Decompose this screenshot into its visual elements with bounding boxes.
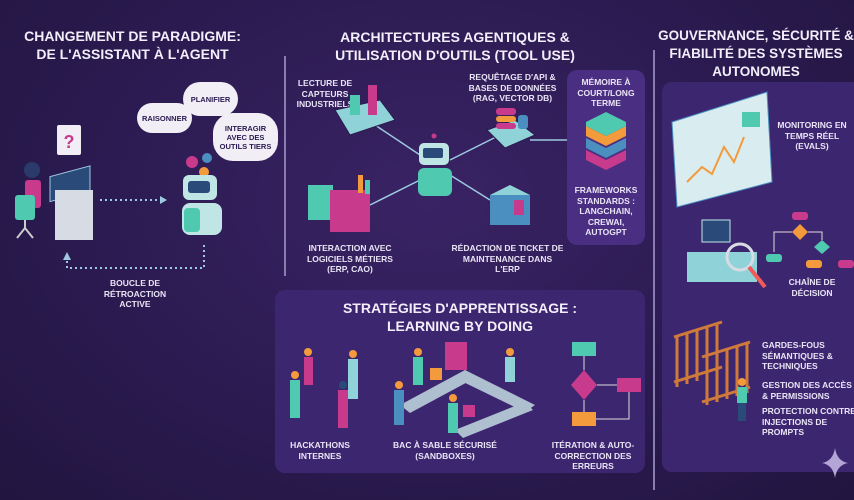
iteration-flowchart-icon bbox=[571, 342, 641, 426]
governance-title: GOUVERNANCE, SÉCURITÉ & FIABILITÉ DES SY… bbox=[658, 28, 854, 79]
database-icon bbox=[486, 108, 536, 149]
cloud-interagir: INTERAGIR AVEC DES OUTILS TIERS bbox=[213, 113, 278, 161]
architectures-title: ARCHITECTURES AGENTIQUES & UTILISATION D… bbox=[310, 28, 600, 64]
user-at-desk-icon bbox=[15, 162, 93, 240]
paradigm-title: CHANGEMENT DE PARADIGME: DE L'ASSISTANT … bbox=[10, 27, 255, 63]
maintenance-ticket-icon bbox=[490, 185, 530, 225]
decision-chain-icon bbox=[766, 212, 854, 268]
learning-title-line2: LEARNING BY DOING bbox=[387, 318, 533, 334]
divider-2 bbox=[653, 50, 655, 490]
governance-illustrations bbox=[671, 91, 854, 421]
erp-label: INTERACTION AVEC LOGICIELS MÉTIERS (ERP,… bbox=[307, 243, 393, 274]
monitoring-label: MONITORING EN TEMPS RÉEL (EVALS) bbox=[777, 120, 847, 151]
frameworks-label: FRAMEWORKS STANDARDS : LANGCHAIN, CREWAI… bbox=[574, 185, 638, 237]
architectures-title-line1: ARCHITECTURES AGENTIQUES & bbox=[340, 29, 570, 45]
paradigm-title-line1: CHANGEMENT DE PARADIGME: bbox=[24, 28, 241, 44]
access-label: GESTION DES ACCÈS & PERMISSIONS bbox=[762, 380, 852, 401]
question-bubble-icon: ? bbox=[57, 125, 81, 155]
guardrails-label: GARDES-FOUS SÉMANTIQUES & TECHNIQUES bbox=[762, 340, 833, 371]
industrial-sensors-icon bbox=[334, 85, 396, 136]
api-label: REQUÊTAGE D'API & BASES DE DONNÉES (RAG,… bbox=[468, 72, 557, 103]
cloud-raisonner: RAISONNER bbox=[137, 103, 192, 133]
factory-erp-icon bbox=[308, 175, 370, 232]
learning-panel: STRATÉGIES D'APPRENTISSAGE : LEARNING BY… bbox=[275, 290, 645, 473]
sparkle-icon bbox=[822, 448, 848, 478]
user-to-agent-illustration: ? bbox=[15, 125, 222, 269]
iteration-label: ITÉRATION & AUTO-CORRECTION DES ERREURS bbox=[551, 440, 635, 471]
learning-illustrations bbox=[290, 342, 641, 438]
governance-panel: MONITORING EN TEMPS RÉEL (EVALS) CHAÎNE … bbox=[662, 82, 854, 472]
decision-inspection-icon bbox=[687, 219, 767, 289]
decision-chain-label: CHAÎNE DE DÉCISION bbox=[788, 277, 836, 298]
svg-text:?: ? bbox=[64, 132, 75, 152]
hackathon-team-icon bbox=[290, 348, 358, 428]
memory-stack-icon bbox=[586, 112, 626, 170]
tool-use-illustration bbox=[308, 85, 567, 232]
memory-title: MÉMOIRE À COURT/LONG TERME bbox=[577, 77, 635, 108]
feedback-loop-label: BOUCLE DE RÉTROACTION ACTIVE bbox=[103, 278, 167, 309]
robot-agent-icon bbox=[182, 153, 222, 235]
robot-hub-icon bbox=[418, 133, 452, 196]
paradigm-title-line2: DE L'ASSISTANT À L'AGENT bbox=[36, 46, 229, 62]
architectures-title-line2: UTILISATION D'OUTILS (TOOL USE) bbox=[335, 47, 575, 63]
sensors-label: LECTURE DE CAPTEURS INDUSTRIELS bbox=[296, 78, 354, 109]
divider-1 bbox=[284, 56, 286, 276]
monitoring-dashboard-icon bbox=[671, 91, 773, 208]
sandbox-conveyor-icon bbox=[394, 342, 535, 438]
learning-title: STRATÉGIES D'APPRENTISSAGE : LEARNING BY… bbox=[275, 299, 645, 335]
injection-label: PROTECTION CONTRE INJECTIONS DE PROMPTS bbox=[762, 406, 854, 437]
memory-panel: MÉMOIRE À COURT/LONG TERME FRAMEWORKS ST… bbox=[567, 70, 645, 245]
feedback-loop-arrow bbox=[66, 245, 205, 269]
cloud-planifier: PLANIFIER bbox=[183, 82, 238, 116]
learning-title-line1: STRATÉGIES D'APPRENTISSAGE : bbox=[342, 300, 578, 316]
ticket-label: RÉDACTION DE TICKET DE MAINTENANCE DANS … bbox=[451, 243, 564, 274]
guardrail-fence-icon bbox=[673, 320, 751, 405]
hackathons-label: HACKATHONS INTERNES bbox=[290, 440, 350, 461]
worker-icon bbox=[737, 378, 747, 421]
sandbox-label: BAC À SABLE SÉCURISÉ (SANDBOXES) bbox=[393, 440, 497, 461]
